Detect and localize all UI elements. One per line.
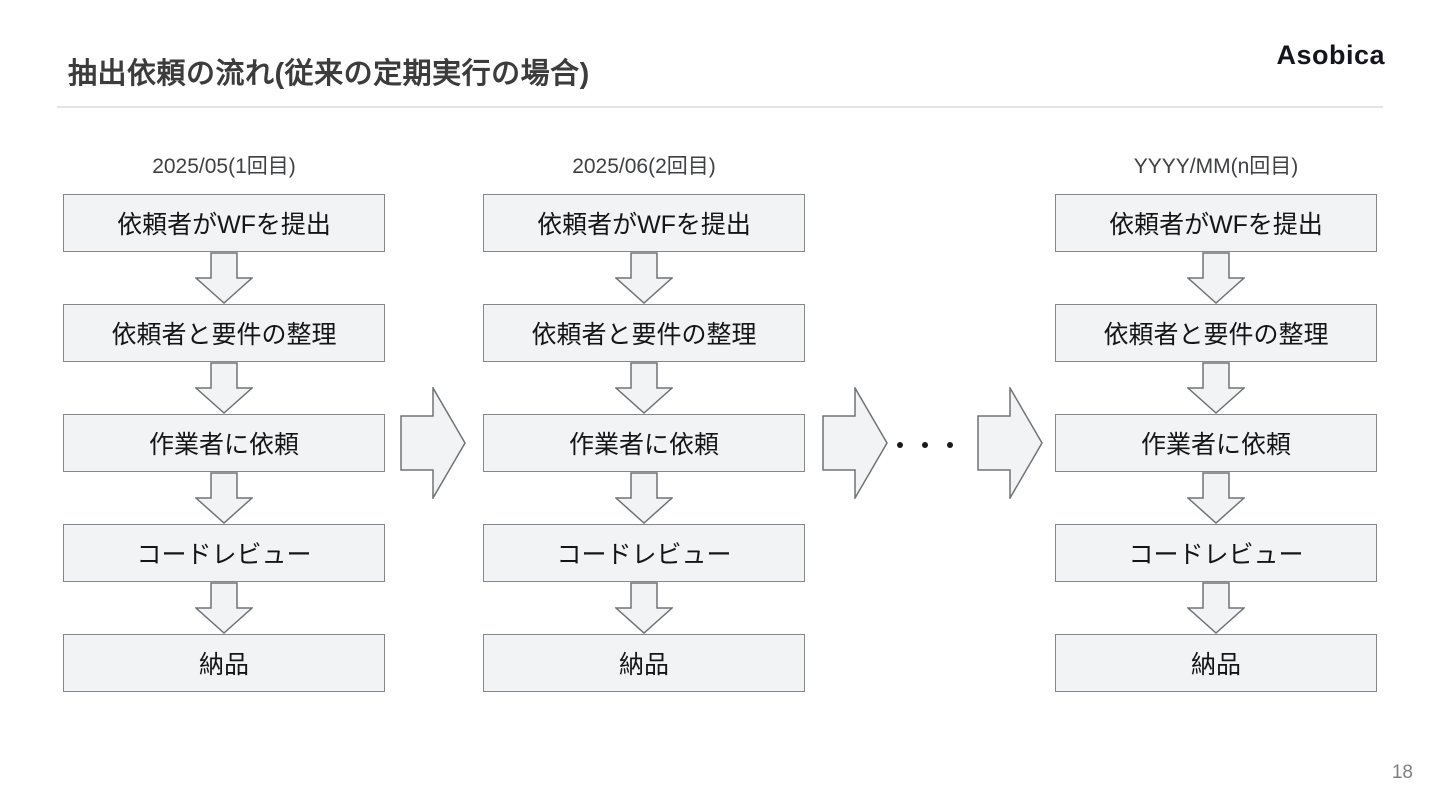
step-box-submit-wf: 依頼者がWFを提出 [63, 194, 385, 252]
flow-column-second: 2025/06(2回目) 依頼者がWFを提出 依頼者と要件の整理 作業者に依頼 … [483, 152, 805, 692]
step-box-request-worker: 作業者に依頼 [1055, 414, 1377, 472]
page-title: 抽出依頼の流れ(従来の定期実行の場合) [68, 58, 590, 90]
down-arrow-icon [195, 582, 253, 634]
down-arrow-icon [615, 582, 673, 634]
step-box-organize-requirements: 依頼者と要件の整理 [483, 304, 805, 362]
step-box-code-review: コードレビュー [1055, 524, 1377, 582]
column-date-label: YYYY/MM(n回目) [1133, 155, 1299, 178]
down-arrow-icon [195, 362, 253, 414]
title-divider [57, 106, 1383, 108]
down-arrow-icon [615, 472, 673, 524]
down-arrow-icon [195, 252, 253, 304]
down-arrow-icon [1187, 252, 1245, 304]
down-arrow-icon [195, 472, 253, 524]
flow-column-nth: YYYY/MM(n回目) 依頼者がWFを提出 依頼者と要件の整理 作業者に依頼 … [1055, 152, 1377, 692]
ellipsis-icon [897, 442, 953, 448]
down-arrow-icon [1187, 472, 1245, 524]
right-arrow-icon [822, 387, 888, 499]
step-box-delivery: 納品 [63, 634, 385, 692]
step-box-delivery: 納品 [483, 634, 805, 692]
flow-column-first: 2025/05(1回目) 依頼者がWFを提出 依頼者と要件の整理 作業者に依頼 … [63, 152, 385, 692]
column-date-label: 2025/06(2回目) [572, 155, 716, 178]
column-date-label: 2025/05(1回目) [152, 155, 296, 178]
step-box-code-review: コードレビュー [63, 524, 385, 582]
right-arrow-icon [977, 387, 1043, 499]
step-box-organize-requirements: 依頼者と要件の整理 [1055, 304, 1377, 362]
step-box-submit-wf: 依頼者がWFを提出 [1055, 194, 1377, 252]
step-box-code-review: コードレビュー [483, 524, 805, 582]
down-arrow-icon [615, 362, 673, 414]
down-arrow-icon [1187, 582, 1245, 634]
step-box-delivery: 納品 [1055, 634, 1377, 692]
down-arrow-icon [615, 252, 673, 304]
step-box-organize-requirements: 依頼者と要件の整理 [63, 304, 385, 362]
down-arrow-icon [1187, 362, 1245, 414]
step-box-request-worker: 作業者に依頼 [483, 414, 805, 472]
step-box-request-worker: 作業者に依頼 [63, 414, 385, 472]
page-number: 18 [1391, 762, 1413, 783]
asobica-logo: Asobica [1276, 40, 1385, 70]
right-arrow-icon [400, 387, 466, 499]
step-box-submit-wf: 依頼者がWFを提出 [483, 194, 805, 252]
